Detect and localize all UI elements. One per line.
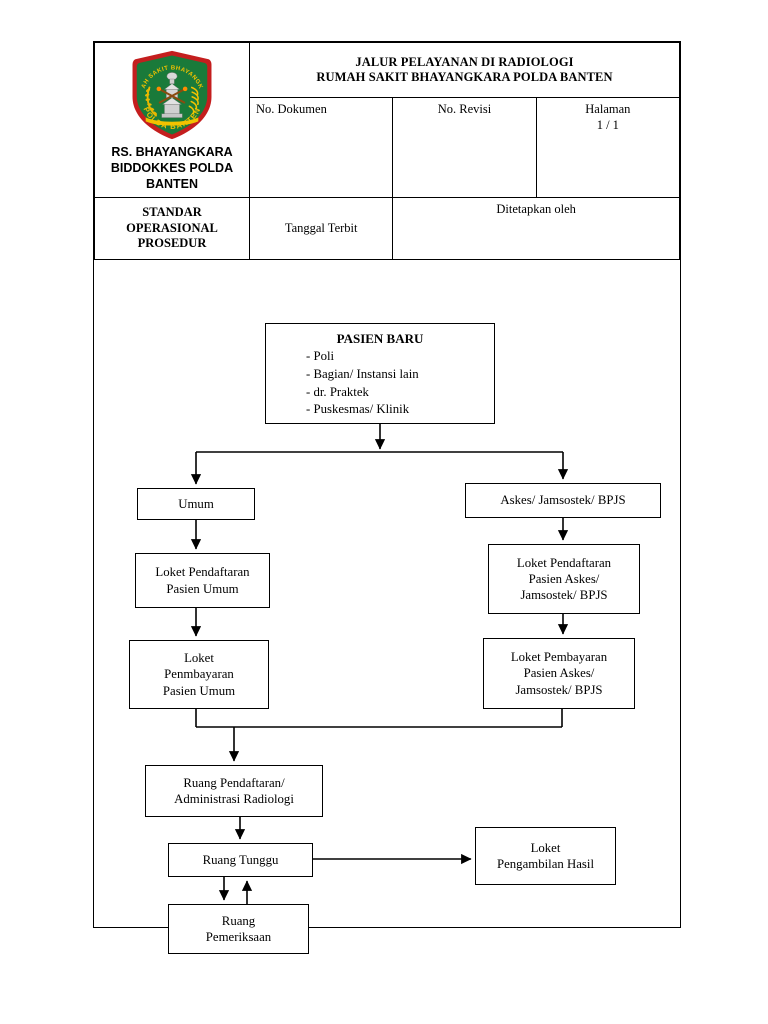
flow-node-loket-pendaftaran-askes: Loket Pendaftaran Pasien Askes/ Jamsoste… (488, 544, 640, 614)
loket-bayar-umum-line-2: Penmbayaran (164, 667, 234, 682)
ruang-pendaftaran-line-2: Administrasi Radiologi (174, 792, 294, 806)
no-revisi-label: No. Revisi (437, 102, 492, 116)
ruang-tunggu-line-1: Ruang Tunggu (202, 852, 279, 867)
pasien-baru-item-3: - dr. Praktek (306, 384, 369, 399)
no-revisi-cell: No. Revisi (392, 97, 537, 198)
ruang-pemeriksaan-line-2: Pemeriksaan (205, 930, 272, 944)
loket-hasil-line-2: Pengambilan Hasil (496, 857, 595, 871)
flow-node-askes: Askes/ Jamsostek/ BPJS (465, 483, 661, 518)
sop-header-table: RUMAH SAKIT BHAYANGKARA POLDA BANTEN (94, 42, 681, 260)
pasien-baru-item-4: - Puskesmas/ Klinik (306, 402, 410, 417)
loket-bayar-askes-line-1: Loket Pembayaran (510, 650, 608, 665)
logo-cell: RUMAH SAKIT BHAYANGKARA POLDA BANTEN (94, 42, 250, 198)
halaman-label: Halaman (585, 102, 631, 116)
flow-node-ruang-tunggu: Ruang Tunggu (168, 843, 313, 877)
ditetapkan-oleh-cell: Ditetapkan oleh (392, 197, 680, 260)
sop-document-frame: RUMAH SAKIT BHAYANGKARA POLDA BANTEN (93, 41, 682, 954)
halaman-cell: Halaman 1 / 1 (535, 97, 681, 198)
org-name-line-1: RS. BHAYANGKARA (111, 145, 233, 159)
flow-node-loket-pengambilan-hasil: Loket Pengambilan Hasil (475, 827, 616, 885)
pasien-baru-item-2: - Bagian/ Instansi lain (306, 367, 419, 382)
loket-daftar-umum-line-1: Loket Pendaftaran (155, 565, 250, 580)
flow-node-loket-pembayaran-umum: Loket Penmbayaran Pasien Umum (129, 640, 269, 709)
no-dokumen-label: No. Dokumen (256, 102, 327, 116)
ruang-pemeriksaan-line-1: Ruang (221, 913, 256, 928)
halaman-value: 1 / 1 (596, 117, 619, 132)
loket-daftar-umum-line-2: Pasien Umum (166, 581, 239, 596)
document-title-cell: JALUR PELAYANAN DI RADIOLOGI RUMAH SAKIT… (249, 42, 680, 98)
loket-bayar-umum-line-3: Pasien Umum (162, 683, 236, 698)
pasien-baru-heading: PASIEN BARU (336, 331, 424, 346)
ditetapkan-oleh-label: Ditetapkan oleh (496, 202, 576, 216)
org-name-line-2: BIDDOKKES POLDA (110, 161, 234, 175)
no-dokumen-cell: No. Dokumen (248, 97, 394, 198)
askes-line-1: Askes/ Jamsostek/ BPJS (500, 493, 626, 508)
sop-line-1: STANDAR (142, 205, 202, 220)
flow-node-umum: Umum (137, 488, 255, 520)
umum-line-1: Umum (178, 496, 214, 511)
sop-label-cell: STANDAR OPERASIONAL PROSEDUR (94, 197, 250, 260)
ruang-pendaftaran-line-1: Ruang Pendaftaran/ (183, 775, 285, 790)
sop-line-3: PROSEDUR (137, 236, 207, 251)
title-line-1: JALUR PELAYANAN DI RADIOLOGI (355, 54, 574, 69)
loket-bayar-umum-line-1: Loket (184, 651, 214, 666)
org-name-line-3: BANTEN (145, 177, 199, 191)
flow-node-pasien-baru: PASIEN BARU - Poli - Bagian/ Instansi la… (265, 323, 495, 424)
tanggal-terbit-cell: Tanggal Terbit (248, 197, 394, 260)
loket-daftar-askes-line-1: Loket Pendaftaran (516, 555, 612, 570)
flowchart-connectors (190, 424, 569, 904)
flow-node-loket-pembayaran-askes: Loket Pembayaran Pasien Askes/ Jamsostek… (483, 638, 635, 709)
loket-daftar-askes-line-3: Jamsostek/ BPJS (520, 588, 608, 603)
loket-hasil-line-1: Loket (530, 840, 561, 855)
loket-bayar-askes-line-3: Jamsostek/ BPJS (515, 682, 603, 697)
flow-node-loket-pendaftaran-umum: Loket Pendaftaran Pasien Umum (135, 553, 270, 608)
sop-line-2: OPERASIONAL (126, 220, 218, 235)
pasien-baru-item-1: - Poli (306, 349, 335, 364)
flow-node-ruang-pemeriksaan: Ruang Pemeriksaan (168, 904, 309, 954)
flowchart: PASIEN BARU - Poli - Bagian/ Instansi la… (94, 263, 682, 954)
title-line-2: RUMAH SAKIT BHAYANGKARA POLDA BANTEN (316, 70, 613, 84)
tanggal-terbit-label: Tanggal Terbit (284, 221, 358, 235)
page-title: JALUR PELAYANAN DI RADIOLOGI RUMAH SAKIT… (250, 48, 679, 93)
polda-banten-hospital-logo: RUMAH SAKIT BHAYANGKARA POLDA BANTEN (122, 44, 220, 142)
organization-name: RS. BHAYANGKARA BIDDOKKES POLDA BANTEN (95, 142, 249, 197)
loket-daftar-askes-line-2: Pasien Askes/ (528, 571, 600, 586)
flow-node-ruang-pendaftaran: Ruang Pendaftaran/ Administrasi Radiolog… (145, 765, 323, 817)
loket-bayar-askes-line-2: Pasien Askes/ (523, 666, 595, 681)
